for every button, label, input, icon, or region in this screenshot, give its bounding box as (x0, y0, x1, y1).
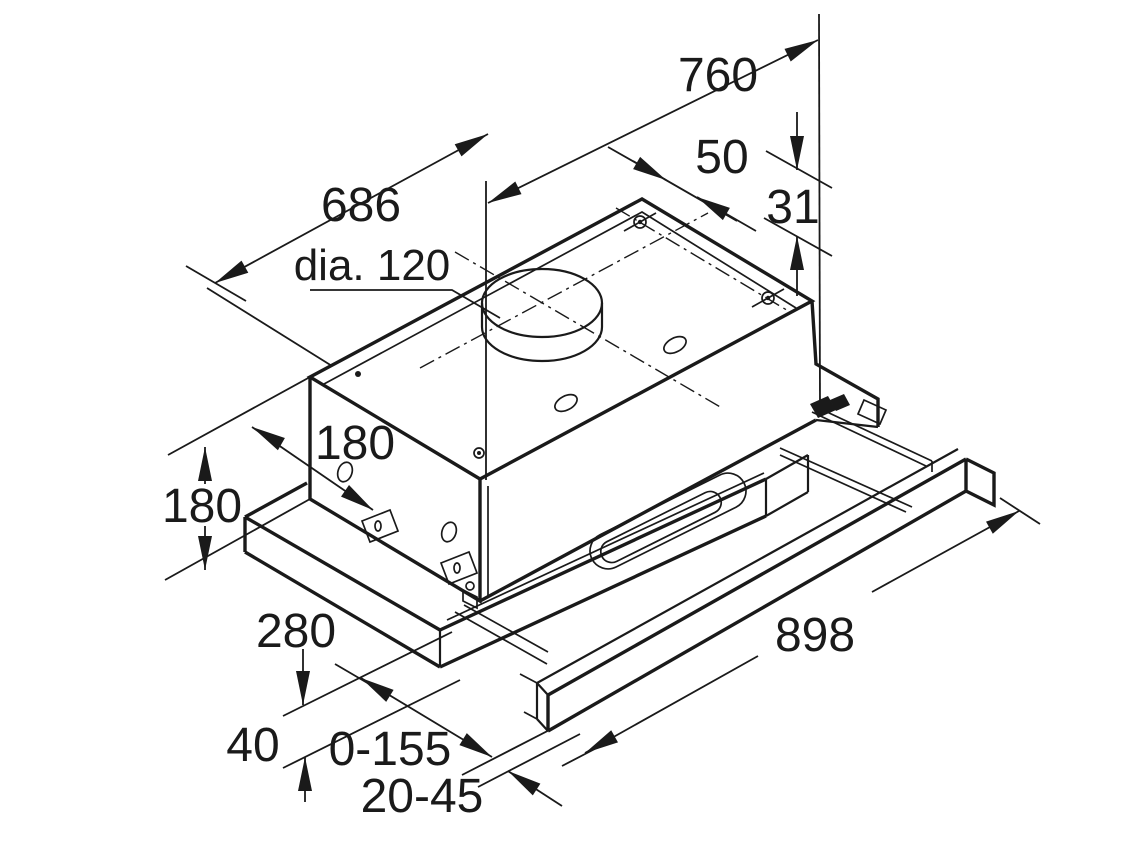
canister-right-step (810, 300, 880, 427)
handle-recess (589, 472, 747, 570)
mounting-screw-hole (633, 215, 647, 229)
visor-bottom-front-edge (547, 489, 967, 733)
base-housing (243, 454, 810, 669)
base-left-depth-edge (244, 515, 441, 632)
dimension-686: 686 (185, 133, 489, 367)
visor-top-front-edge (547, 457, 967, 697)
dim-label-180-depth: 180 (315, 417, 395, 470)
dim-label-50: 50 (695, 131, 748, 184)
left-rail-bracket (462, 588, 478, 610)
dimension-280: 280 (256, 605, 453, 717)
rail-clip (856, 398, 888, 426)
visor-right-cap (964, 457, 996, 508)
canister-top-inner-edge (323, 211, 797, 385)
base-front-bottom-edge (439, 514, 767, 669)
collar-center-line-depth (454, 251, 723, 409)
right-rail-lower (779, 447, 913, 513)
base-front-inner-edge (446, 472, 765, 621)
base-front-top-edge (439, 477, 767, 632)
dim-label-180-height: 180 (162, 480, 242, 533)
dimension-760: 760 (487, 39, 819, 204)
canister-right-step-bottom (815, 418, 879, 429)
visor-left-rails (454, 604, 549, 665)
dimension-dia-120: dia. 120 (294, 241, 501, 319)
dim-label-686: 686 (321, 179, 401, 232)
screw-center-line (615, 207, 791, 313)
dim-label-280: 280 (256, 605, 336, 658)
base-back-edge (244, 481, 308, 519)
visor-top-back-edge (536, 448, 959, 684)
center-lines (419, 207, 791, 409)
dim-label-31: 31 (766, 181, 819, 234)
dimension-40: 40 (226, 679, 461, 802)
screw-tick (751, 288, 785, 308)
dim-label-0-155: 0-155 (329, 723, 452, 776)
left-rail-screw (465, 581, 475, 591)
visor-left-hidden-edges (519, 673, 538, 720)
dim-label-40: 40 (226, 719, 279, 772)
screw-tick (623, 212, 657, 232)
side-hole (336, 461, 354, 483)
wall-reference-lines (485, 13, 821, 480)
side-bracket-tab (360, 508, 400, 544)
collar-bottom-rim (480, 326, 604, 363)
duct-collar (480, 267, 604, 363)
dimension-180-height: 180 (162, 376, 311, 581)
dimension-50: 50 (607, 131, 757, 232)
handle-recess-inner (599, 490, 723, 564)
side-bracket-slot (453, 562, 461, 574)
corner-screw-dot (355, 371, 361, 377)
dim-label-dia-120: dia. 120 (294, 241, 451, 290)
dimension-20-45: 20-45 (361, 722, 581, 823)
mounting-screw-hole (761, 291, 775, 305)
dim-label-20-45: 20-45 (361, 770, 484, 823)
base-left-bottom-edge (244, 550, 441, 669)
collar-center-line-width (419, 212, 709, 369)
side-bracket-slot (374, 520, 382, 532)
dimension-31: 31 (763, 112, 833, 296)
top-vent-hole (554, 393, 578, 413)
wall-edge-line (818, 13, 821, 412)
right-rail-upper (811, 404, 933, 472)
wall-bracket (810, 396, 836, 418)
dim-label-760: 760 (678, 49, 758, 102)
wall-bracket (830, 394, 850, 411)
front-screw-hole (473, 447, 485, 459)
side-hole (440, 521, 458, 543)
canister-left-face (308, 377, 482, 605)
side-bracket-tab (439, 550, 479, 586)
dimension-0-155: 0-155 (329, 663, 493, 776)
visor-left-cap (535, 682, 549, 732)
top-vent-hole (663, 335, 687, 355)
dimension-898: 898 (561, 497, 1041, 767)
visor-pullout (454, 394, 996, 733)
dim-label-898: 898 (775, 609, 855, 662)
dimension-180-depth: 180 (251, 417, 395, 511)
front-screw-dot (477, 451, 481, 455)
